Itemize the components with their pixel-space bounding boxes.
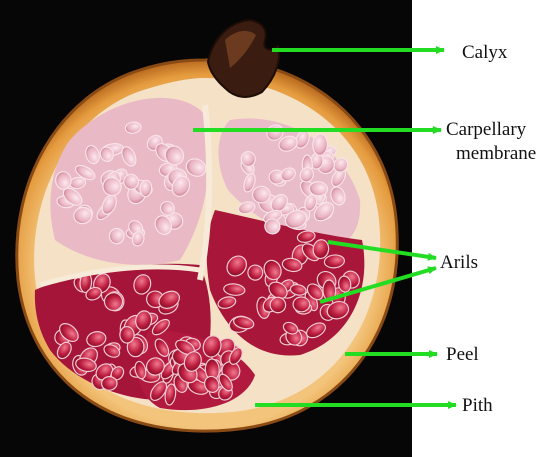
aril-seed [293, 297, 310, 312]
photo-right-edge [408, 0, 412, 457]
label-pith: Pith [462, 395, 493, 417]
aril-seed [252, 186, 270, 203]
aril-seed [109, 229, 124, 244]
aril-seed [104, 292, 123, 311]
aril-seed [101, 376, 117, 391]
label-arils: Arils [440, 252, 478, 274]
label-peel: Peel [446, 344, 479, 366]
label-carpellary-line2: membrane [456, 143, 536, 165]
label-carpellary-line1: Carpellary [446, 119, 526, 141]
label-calyx: Calyx [462, 42, 507, 64]
aril-seed [312, 134, 328, 156]
aril-seed [241, 152, 255, 167]
